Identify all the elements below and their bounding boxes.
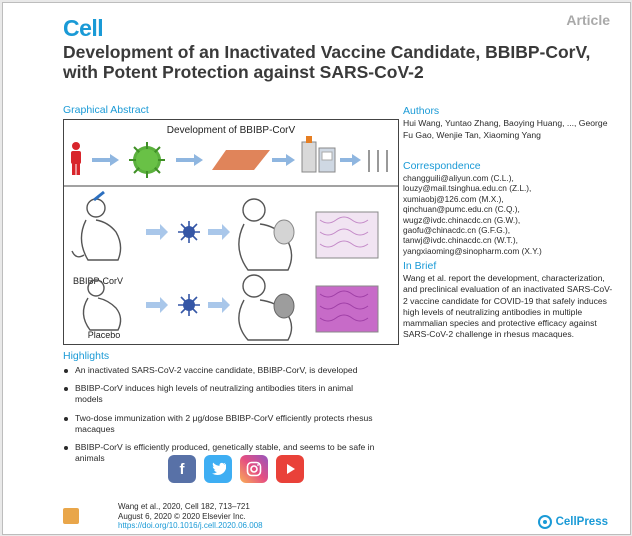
vaccine-vials-icon xyxy=(368,150,388,172)
graphical-abstract-heading: Graphical Abstract xyxy=(63,104,149,116)
highlights-heading: Highlights xyxy=(63,350,110,362)
highlight-item: Two-dose immunization with 2 μg/dose BBI… xyxy=(63,413,383,435)
arrow-icon xyxy=(146,297,168,313)
citation-line: Wang et al., 2020, Cell 182, 713–721 xyxy=(118,502,250,511)
lung-tissue-icon xyxy=(315,285,379,333)
highlight-item: An inactivated SARS-CoV-2 vaccine candid… xyxy=(63,365,383,376)
virus-icon xyxy=(129,142,165,178)
arrow-icon xyxy=(340,154,361,166)
ga-group2-label: Placebo xyxy=(88,330,121,340)
article-footer: Wang et al., 2020, Cell 182, 713–721 Aug… xyxy=(118,502,263,531)
highlights-list: An inactivated SARS-CoV-2 vaccine candid… xyxy=(63,365,383,471)
facebook-icon[interactable]: f xyxy=(168,455,196,483)
correspondence-email[interactable]: yangxiaoming@sinopharm.com (X.Y.) xyxy=(403,245,542,256)
arrow-icon xyxy=(208,297,230,313)
highlight-item: BBIBP-CorV induces high levels of neutra… xyxy=(63,383,383,405)
youtube-icon[interactable] xyxy=(276,455,304,483)
graphical-abstract-drawing: Development of BBIBP-CorV xyxy=(64,125,398,341)
authors-list: Hui Wang, Yuntao Zhang, Baoying Huang, .… xyxy=(403,118,608,140)
correspondence-email[interactable]: tanwj@ivdc.chinacdc.cn (W.T.), xyxy=(403,235,518,246)
cellpress-icon xyxy=(537,515,552,529)
monkey-icon xyxy=(71,198,122,261)
arrow-icon xyxy=(208,224,230,240)
virus-icon xyxy=(178,221,200,243)
cellpress-logo[interactable]: CellPress xyxy=(537,515,608,529)
bullet-icon xyxy=(64,416,68,421)
bullet-icon xyxy=(64,387,68,392)
article-title: Development of an Inactivated Vaccine Ca… xyxy=(63,42,591,82)
bullet-icon xyxy=(64,446,68,451)
monkey-icon xyxy=(82,279,122,331)
twitter-icon[interactable] xyxy=(204,455,232,483)
person-icon xyxy=(71,142,81,175)
arrow-icon xyxy=(92,154,119,166)
correspondence-list: changguili@aliyun.com (C.L.), louzy@mail… xyxy=(403,173,618,256)
correspondence-heading: Correspondence xyxy=(403,160,481,172)
correspondence-email[interactable]: changguili@aliyun.com (C.L.), xyxy=(403,173,514,183)
ga-group1-label: BBIBP-CorV xyxy=(73,276,123,286)
virus-icon xyxy=(178,294,200,316)
lungs-icon xyxy=(273,219,295,245)
journal-logo: Cell xyxy=(63,15,104,41)
article-type-label: Article xyxy=(566,12,610,28)
arrow-icon xyxy=(272,154,295,166)
graphical-abstract-figure: Development of BBIBP-CorV xyxy=(63,119,399,345)
doi-link[interactable]: https://doi.org/10.1016/j.cell.2020.06.0… xyxy=(118,521,263,531)
crossmark-icon[interactable] xyxy=(63,508,79,524)
correspondence-email[interactable]: qinchuan@pumc.edu.cn (C.Q.), xyxy=(403,204,520,215)
authors-heading: Authors xyxy=(403,105,440,117)
correspondence-email[interactable]: wugz@ivdc.chinacdc.cn (G.W.), xyxy=(403,214,521,225)
lung-tissue-icon xyxy=(315,211,379,259)
arrow-icon xyxy=(146,224,168,240)
bioreactor-icon xyxy=(301,136,336,173)
lungs-icon xyxy=(273,293,295,319)
bullet-icon xyxy=(64,369,68,373)
arrow-icon xyxy=(176,154,203,166)
ga-panel-title: Development of BBIBP-CorV xyxy=(167,125,296,136)
correspondence-email[interactable]: gaofu@chinacdc.cn (G.F.G.), xyxy=(403,225,511,236)
cell-culture-icon xyxy=(212,150,270,170)
social-share-bar: f xyxy=(168,455,304,483)
in-brief-text: Wang et al. report the development, char… xyxy=(403,273,613,340)
copyright-line: August 6, 2020 © 2020 Elsevier Inc. xyxy=(118,511,246,521)
correspondence-email[interactable]: louzy@mail.tsinghua.edu.cn (Z.L.), xyxy=(403,183,532,194)
instagram-icon[interactable] xyxy=(240,455,268,483)
in-brief-heading: In Brief xyxy=(403,260,437,272)
correspondence-email[interactable]: xumiaobj@126.com (M.X.), xyxy=(403,193,504,204)
highlight-item: BBIBP-CorV is efficiently produced, gene… xyxy=(63,442,383,464)
syringe-icon xyxy=(93,190,105,202)
